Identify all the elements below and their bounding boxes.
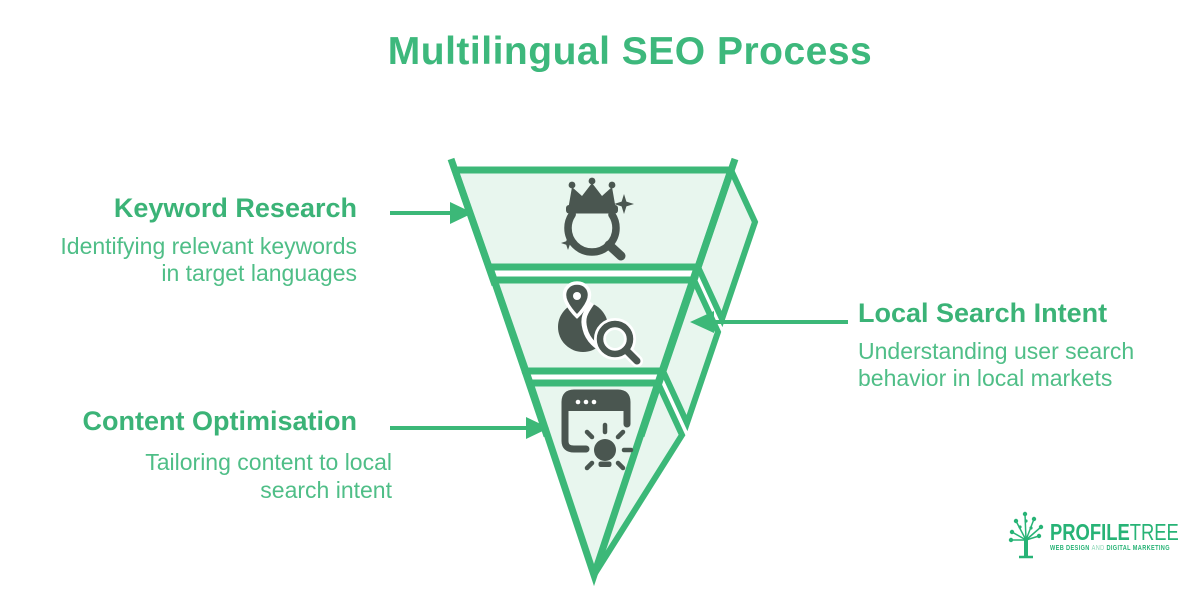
sparkle-icon [561,236,575,250]
crown-search-icon [561,177,634,261]
diagram-title: Multilingual SEO Process [387,30,873,73]
label-keyword-research: Keyword Research Identifying relevant ke… [60,193,357,288]
step-description: Understanding user search behavior in lo… [858,337,1135,392]
step-heading: Local Search Intent [858,298,1108,328]
step-description: Identifying relevant keywords in target … [60,232,357,287]
browser-lightbulb-icon [561,389,634,471]
arrow-content-optimisation [390,417,549,439]
funnel-edge-overshoots [447,157,739,438]
sparkle-icon [614,194,634,214]
profiletree-wordmark: PROFILETREE [1050,519,1179,545]
step-heading: Keyword Research [113,193,357,223]
profiletree-tree-icon [1008,511,1044,559]
label-content-optimisation-description: Tailoring content to local search intent [145,449,392,503]
arrow-keyword-research [390,202,473,224]
profiletree-logo: PROFILETREE WEB DESIGN AND DIGITAL MARKE… [1050,519,1179,553]
step-heading: Content Optimisation [82,406,357,436]
profiletree-tagline: WEB DESIGN AND DIGITAL MARKETING [1050,545,1170,552]
arrow-local-search-intent [690,311,848,333]
label-content-optimisation-heading: Content Optimisation [82,406,357,437]
globe-location-search-icon [558,281,643,367]
label-local-search-intent: Local Search Intent Understanding user s… [858,298,1135,393]
